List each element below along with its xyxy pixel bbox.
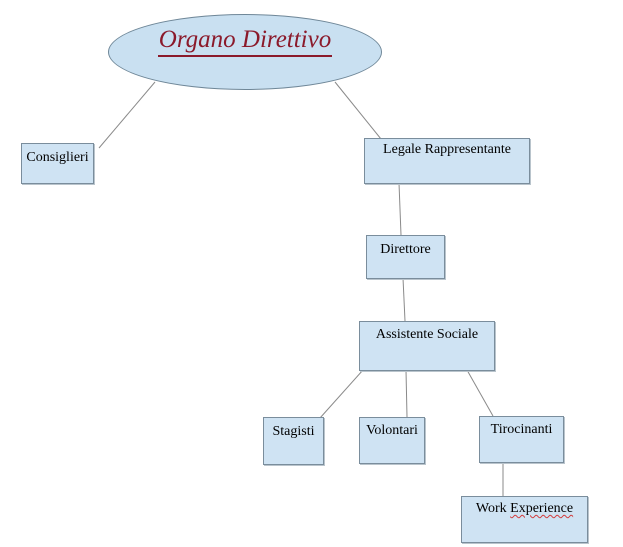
node-consiglieri: Consiglieri <box>21 143 94 184</box>
connector-direttore-assistente <box>402 277 406 322</box>
root-node-title: Organo Direttivo <box>157 25 333 57</box>
root-node-organo-direttivo: Organo Direttivo <box>108 14 382 90</box>
node-consiglieri-label: Consiglieri <box>26 150 89 165</box>
node-direttore-label: Direttore <box>380 242 431 257</box>
connector-assistente-volontari <box>405 369 408 418</box>
node-volontari-label: Volontari <box>366 423 418 438</box>
connector-root-consiglieri <box>98 81 156 149</box>
work-word: Work <box>475 501 511 516</box>
node-tirocinanti: Tirocinanti <box>479 416 564 463</box>
node-legale-rappresentante-label: Legale Rappresentante <box>383 142 511 157</box>
connector-root-legale <box>334 81 382 140</box>
node-work-experience: Work Experience <box>461 496 588 543</box>
experience-word: Experience <box>510 501 574 516</box>
connector-legale-direttore <box>398 182 402 236</box>
node-stagisti-label: Stagisti <box>272 424 315 439</box>
node-stagisti: Stagisti <box>263 417 324 465</box>
connector-assistente-stagisti <box>319 369 364 419</box>
node-volontari: Volontari <box>359 417 425 464</box>
node-legale-rappresentante: Legale Rappresentante <box>364 138 530 184</box>
node-assistente-sociale: Assistente Sociale <box>359 321 495 371</box>
node-tirocinanti-label: Tirocinanti <box>490 422 553 437</box>
node-direttore: Direttore <box>366 235 445 279</box>
connector-assistente-tirocinanti <box>466 369 494 417</box>
node-assistente-sociale-label: Assistente Sociale <box>375 327 479 342</box>
node-work-experience-label: Work Experience <box>462 497 587 517</box>
